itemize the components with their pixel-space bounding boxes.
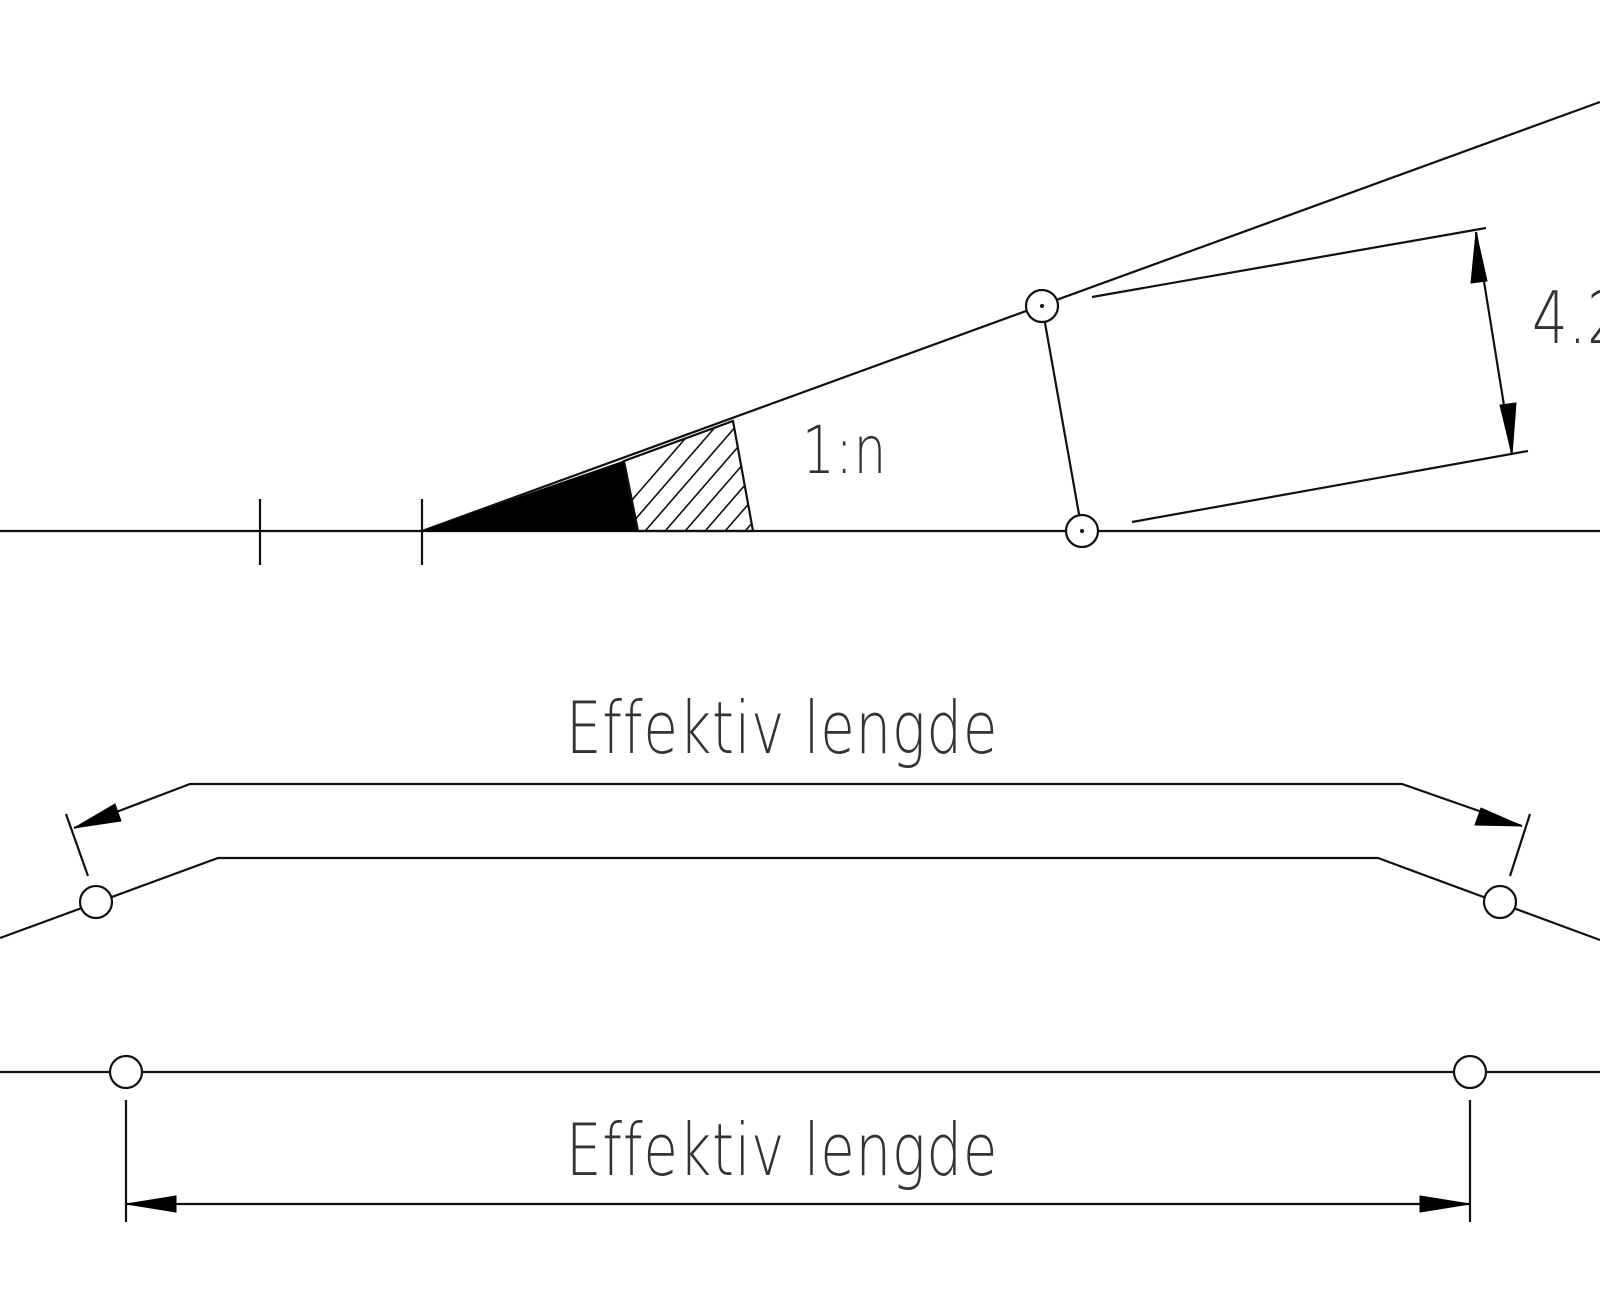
fouling-point-main-dot <box>1080 529 1084 533</box>
spacing-extension-upper <box>1091 226 1487 299</box>
spacing-extension-lower <box>1131 449 1529 524</box>
ratio-label: 1:n <box>802 412 888 489</box>
bottom-node-left <box>108 1054 144 1090</box>
effective-length-label-lower: Effektiv lengde <box>566 1108 999 1192</box>
bottom-arrow-left <box>125 1195 177 1213</box>
frog-outline <box>622 419 755 533</box>
effective-length-label-upper: Effektiv lengde <box>566 686 999 770</box>
middle-extension-right <box>1508 813 1532 877</box>
bottom-node-right <box>1452 1054 1488 1090</box>
middle-arrow-left <box>73 803 122 829</box>
switch-blade-solid <box>421 460 639 532</box>
diverging-track-line <box>421 100 1600 533</box>
middle-node-right <box>1482 884 1518 920</box>
bottom-arrow-right <box>1419 1195 1471 1213</box>
spacing-arrow-down <box>1499 402 1517 456</box>
spacing-arrow-up <box>1470 231 1488 284</box>
middle-node-left <box>78 884 114 920</box>
middle-extension-left <box>64 813 90 877</box>
track-spacing-label: 4.2 <box>1532 276 1600 360</box>
fouling-point-connector <box>1040 305 1084 532</box>
fouling-point-diverging-dot <box>1040 304 1044 308</box>
middle-track-line <box>0 856 1600 942</box>
middle-dimension-line <box>73 782 1523 830</box>
middle-arrow-right <box>1474 807 1523 827</box>
